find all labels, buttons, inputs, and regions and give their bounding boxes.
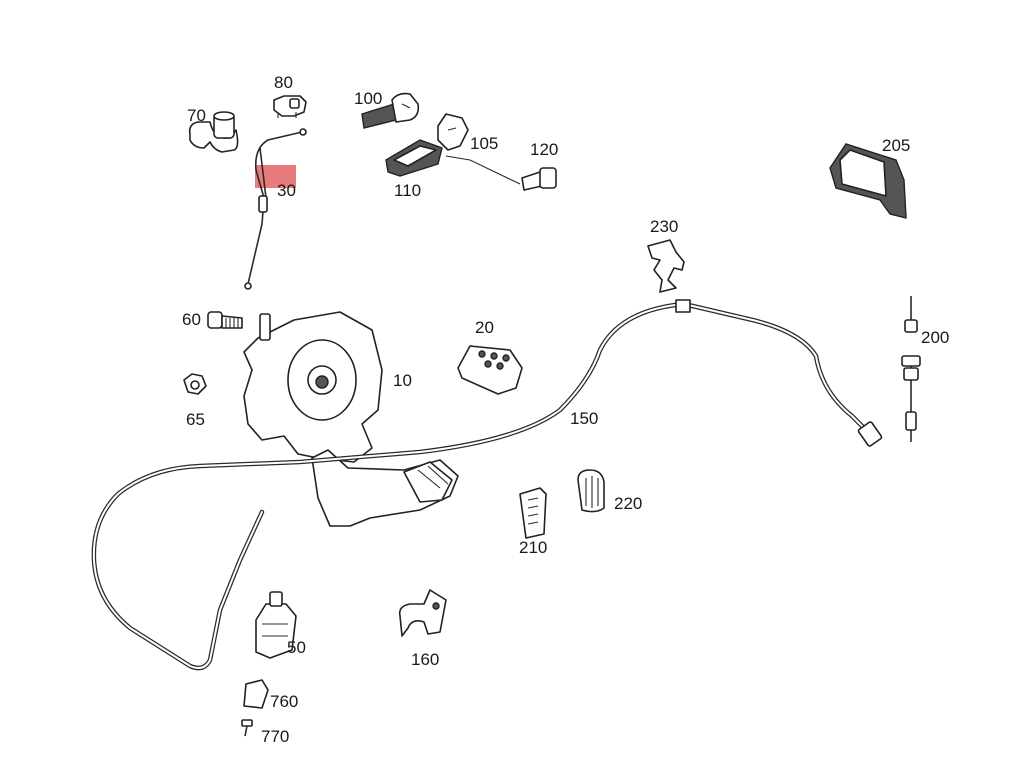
label-20: 20 <box>475 318 494 337</box>
label-50: 50 <box>287 638 306 657</box>
part-230-clip[interactable] <box>647 239 685 293</box>
part-760-cover[interactable] <box>243 679 269 709</box>
part-220-pedal-pad[interactable] <box>577 469 605 513</box>
part-80-bracket[interactable] <box>273 95 307 118</box>
label-210: 210 <box>519 538 547 557</box>
part-65-nut[interactable] <box>183 373 207 395</box>
label-100: 100 <box>354 89 382 108</box>
label-770: 770 <box>261 727 289 746</box>
label-120: 120 <box>530 140 558 159</box>
part-50-switch[interactable] <box>255 591 297 659</box>
label-30: 30 <box>277 181 296 200</box>
label-220: 220 <box>614 494 642 513</box>
part-10-pedal-assembly[interactable] <box>243 311 459 527</box>
part-200-sensor-rod[interactable] <box>901 296 921 442</box>
part-100-key[interactable] <box>361 92 420 129</box>
label-150: 150 <box>570 409 598 428</box>
part-110-key-housing[interactable] <box>385 139 443 177</box>
label-70: 70 <box>187 106 206 125</box>
part-30-cable[interactable] <box>244 128 307 290</box>
part-150-cable[interactable] <box>91 299 883 671</box>
label-105: 105 <box>470 134 498 153</box>
label-160: 160 <box>411 650 439 669</box>
label-760: 760 <box>270 692 298 711</box>
label-65: 65 <box>186 410 205 429</box>
label-230: 230 <box>650 217 678 236</box>
label-80: 80 <box>274 73 293 92</box>
part-160-bracket[interactable] <box>398 589 447 637</box>
label-200: 200 <box>921 328 949 347</box>
label-10: 10 <box>393 371 412 390</box>
part-120-screw[interactable] <box>445 155 557 191</box>
label-110: 110 <box>394 181 421 200</box>
part-70-bushing[interactable] <box>188 111 239 153</box>
part-205-control-unit[interactable] <box>829 143 907 219</box>
highlight-marker <box>255 165 296 188</box>
label-60: 60 <box>182 310 201 329</box>
part-770-pin[interactable] <box>241 719 253 737</box>
part-210-pedal-pad[interactable] <box>519 487 547 539</box>
part-105-key-cover[interactable] <box>437 113 469 151</box>
part-20-pad[interactable] <box>457 345 523 395</box>
label-205: 205 <box>882 136 910 155</box>
part-60-bolt[interactable] <box>207 311 243 329</box>
